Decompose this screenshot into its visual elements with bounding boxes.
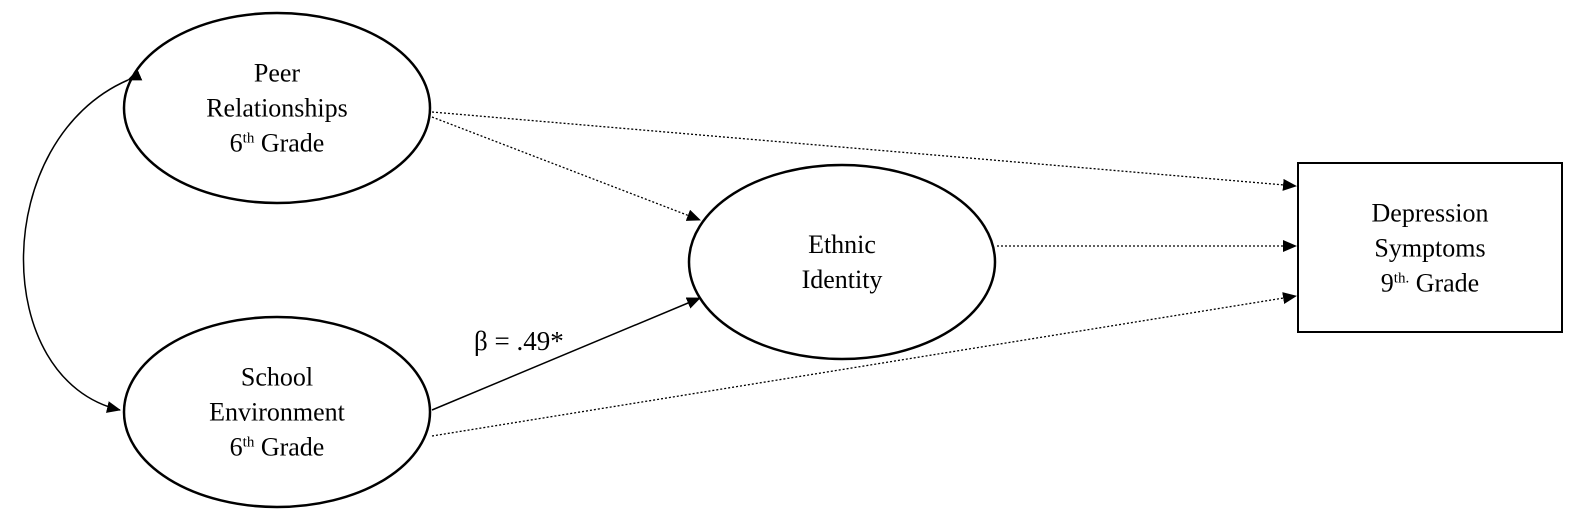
peer-grade-word: Grade	[254, 128, 325, 158]
peer-grade-number: 6	[229, 128, 243, 158]
depression-grade-suffix: th.	[1393, 270, 1410, 287]
school-label-line2: Environment	[209, 397, 345, 427]
peer-label-line3: 6th Grade	[206, 126, 348, 161]
peer-label-line1: Peer	[253, 58, 301, 88]
school-label-line1: School	[240, 362, 314, 392]
school-grade-word: Grade	[254, 432, 325, 462]
path-peer-to-ethnic	[431, 116, 701, 221]
depression-grade-word: Grade	[1409, 268, 1480, 298]
ethnic-identity-label: Ethnic Identity	[802, 227, 883, 297]
peer-label-line2: Relationships	[206, 93, 348, 123]
school-to-ethnic-coefficient: β = .49*	[474, 326, 564, 356]
school-environment-label: School Environment 6th Grade	[209, 360, 345, 465]
depression-symptoms-node	[1297, 162, 1563, 333]
school-label-line3: 6th Grade	[209, 430, 345, 465]
path-school-to-depression	[431, 292, 1297, 437]
peer-relationships-label: Peer Relationships 6th Grade	[206, 56, 348, 161]
school-grade-number: 6	[229, 432, 243, 462]
peer-grade-suffix: th	[242, 130, 255, 147]
depression-symptoms-label: Depression Symptoms 9th. Grade	[1372, 196, 1489, 301]
ethnic-label-line1: Ethnic	[808, 230, 876, 259]
school-grade-suffix: th	[242, 434, 255, 451]
depression-label-line3: 9th. Grade	[1372, 266, 1489, 301]
covariance-arrow-peer-school	[22, 69, 143, 413]
depression-label-line1: Depression	[1371, 198, 1489, 228]
depression-label-line2: Symptoms	[1374, 233, 1486, 263]
path-peer-to-depression	[431, 111, 1297, 191]
depression-grade-number: 9	[1380, 268, 1394, 298]
ethnic-label-line2: Identity	[801, 265, 883, 294]
path-school-to-ethnic	[431, 297, 701, 411]
ethnic-identity-node	[687, 163, 997, 361]
